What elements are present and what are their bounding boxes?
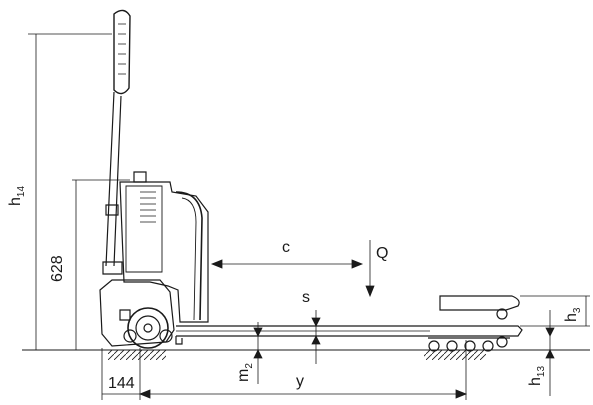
s-text: s [302, 289, 310, 306]
h3-sub: 3 [572, 307, 583, 314]
label-h14: h14 [7, 185, 27, 206]
handle-grip [113, 9, 131, 95]
label-h13: h13 [527, 365, 547, 386]
label-144: 144 [108, 376, 135, 392]
handle-shaft [105, 91, 122, 267]
raised-fork [439, 295, 520, 311]
ground [22, 349, 590, 360]
label-628: 628 [49, 255, 66, 282]
m2-sub: 2 [244, 363, 255, 369]
label-y: y [296, 374, 304, 390]
h3-base: h [563, 313, 580, 322]
dimension-lines [28, 33, 590, 400]
pallet-truck [99, 9, 523, 352]
label-s: s [302, 290, 310, 306]
h13-base: h [527, 377, 544, 386]
load-wheels [428, 336, 510, 352]
drive-wheel [127, 307, 169, 349]
Q-text: Q [376, 245, 389, 262]
fork [176, 325, 523, 337]
h14-base: h [7, 197, 24, 206]
y-text: y [296, 373, 304, 390]
body [119, 181, 209, 323]
label-m2: m2 [235, 363, 255, 382]
base-housing [99, 279, 175, 347]
h14-sub: 14 [16, 185, 27, 198]
m2-base: m [235, 368, 252, 382]
label-c: c [282, 240, 290, 256]
d628-text: 628 [49, 255, 66, 282]
label-Q: Q [376, 246, 388, 262]
h13-sub: 13 [536, 365, 547, 378]
label-h3: h3 [563, 307, 583, 322]
d144-text: 144 [108, 375, 135, 392]
c-text: c [282, 239, 290, 256]
